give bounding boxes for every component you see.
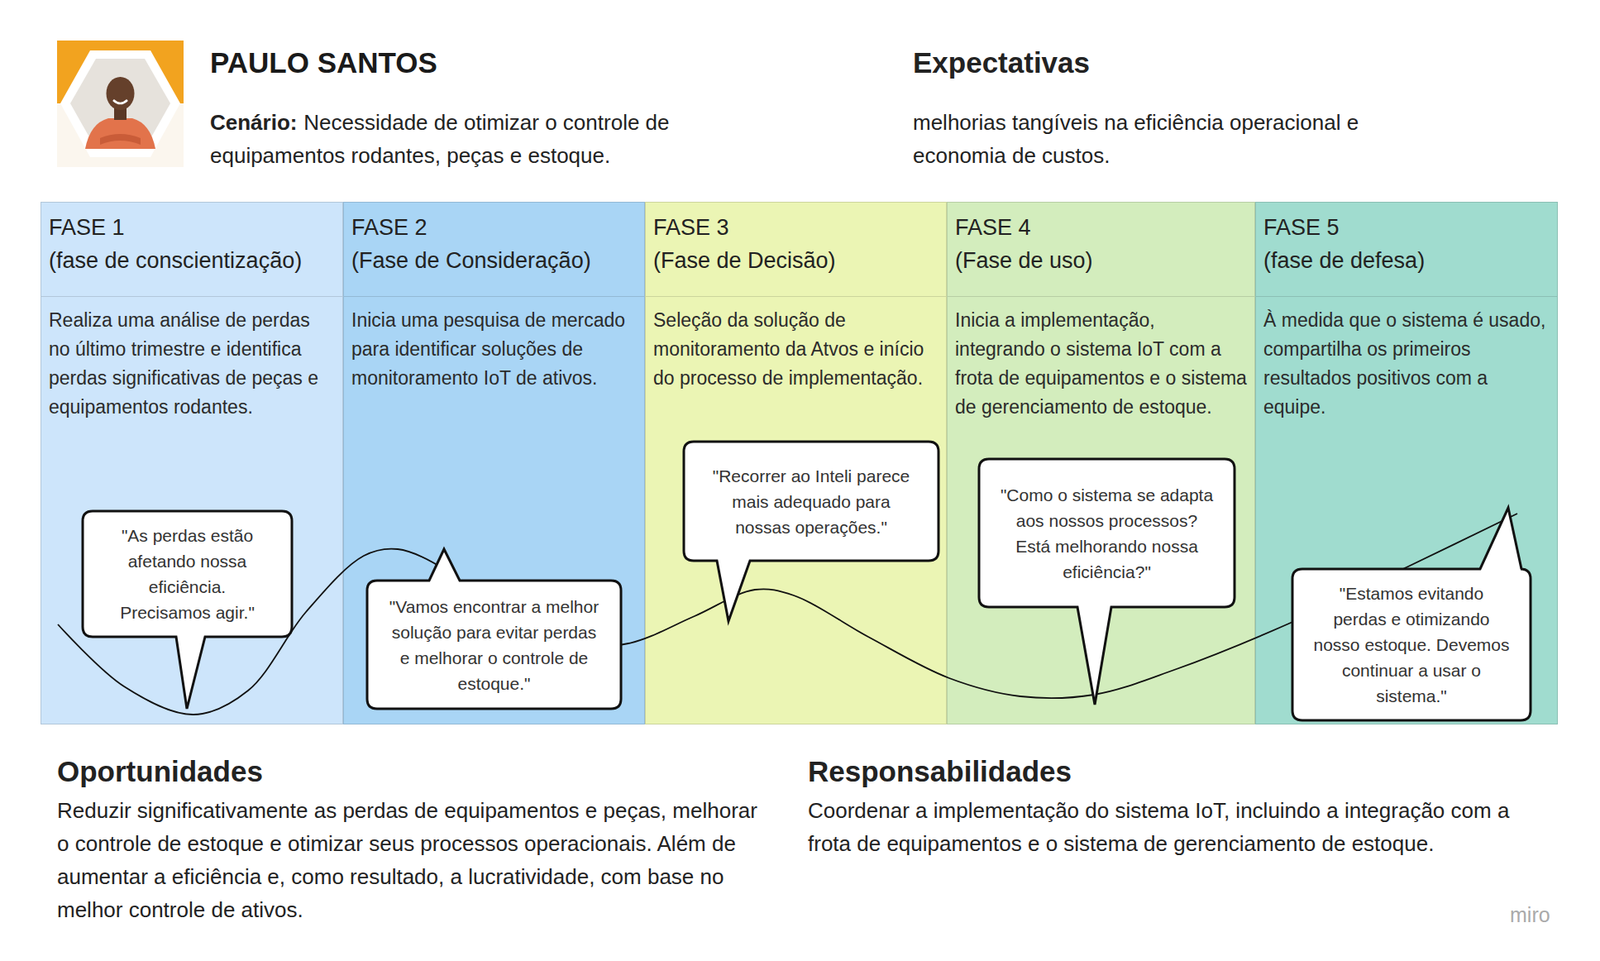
persona-name: PAULO SANTOS — [210, 44, 789, 82]
phase-name: (Fase de uso) — [955, 243, 1247, 278]
quote-text: "Como o sistema se adapta aos nossos pro… — [998, 482, 1215, 585]
quote-text: "Estamos evitando perdas e otimizando no… — [1312, 580, 1511, 709]
phase-column: FASE 1(fase de conscientização)Realiza u… — [40, 201, 344, 725]
phase-column: FASE 3(Fase de Decisão)Seleção da soluçã… — [644, 201, 947, 725]
phase-description: Realiza uma análise de perdas no último … — [48, 305, 335, 422]
phase-name: (fase de defesa) — [1263, 243, 1550, 278]
section-body: Reduzir significativamente as perdas de … — [57, 793, 769, 927]
speech-bubble: "As perdas estão afetando nossa eficiênc… — [82, 511, 292, 637]
speech-bubble-outline — [979, 458, 1235, 607]
section-heading-block: Oportunidades — [57, 753, 802, 790]
phase-number: FASE 1 — [48, 210, 335, 244]
phase-number: FASE 3 — [653, 210, 939, 244]
phase-number: FASE 5 — [1263, 210, 1550, 244]
speech-bubble: "Como o sistema se adapta aos nossos pro… — [979, 458, 1235, 607]
phase-name: (Fase de Decisão) — [653, 243, 939, 278]
phase-body: Inicia a implementação, integrando o sis… — [947, 296, 1255, 431]
speech-bubble-shape — [683, 441, 939, 621]
section-body: Coordenar a implementação do sistema IoT… — [807, 793, 1536, 860]
phase-header: FASE 5(fase de defesa) — [1256, 202, 1558, 297]
quote-text: "Vamos encontrar a melhor solução para e… — [386, 593, 602, 697]
section-body-block: melhorias tangíveis na eficiência operac… — [912, 105, 1426, 172]
quote-text: "As perdas estão afetando nossa eficiênc… — [102, 522, 273, 626]
section-body-block: Reduzir significativamente as perdas de … — [57, 793, 769, 927]
speech-bubble-shape — [367, 549, 621, 709]
section-heading: Expectativas — [912, 44, 1492, 82]
quote-text: "Recorrer ao Inteli parece mais adequado… — [703, 463, 919, 540]
phase-column: FASE 5(fase de defesa)À medida que o sis… — [1255, 201, 1558, 725]
phase-header: FASE 1(fase de conscientização) — [41, 202, 343, 297]
phase-body: À medida que o sistema é usado, comparti… — [1256, 296, 1558, 431]
phase-body: Realiza uma análise de perdas no último … — [41, 296, 343, 431]
section-heading-block: Expectativas — [912, 44, 1492, 82]
phase-number: FASE 2 — [351, 210, 637, 244]
phase-header: FASE 4(Fase de uso) — [947, 202, 1255, 297]
section-body: melhorias tangíveis na eficiência operac… — [912, 105, 1426, 172]
watermark-block: miro — [1509, 901, 1593, 928]
phase-body: Seleção da solução de monitoramento da A… — [645, 296, 946, 402]
phase-description: Seleção da solução de monitoramento da A… — [653, 305, 939, 393]
scenario-label: Cenário: — [210, 109, 297, 135]
phase-name: (Fase de Consideração) — [351, 243, 637, 278]
phase-description: Inicia uma pesquisa de mercado para iden… — [351, 305, 637, 393]
section-heading: Oportunidades — [57, 753, 802, 790]
scenario-block: Cenário:Necessidade de otimizar o contro… — [210, 105, 740, 172]
speech-bubble: "Vamos encontrar a melhor solução para e… — [367, 580, 621, 709]
speech-bubble: "Recorrer ao Inteli parece mais adequado… — [683, 441, 939, 561]
watermark: miro — [1509, 901, 1593, 928]
phase-description: À medida que o sistema é usado, comparti… — [1263, 305, 1550, 422]
speech-bubble-shape — [1292, 507, 1531, 721]
phase-body: Inicia uma pesquisa de mercado para iden… — [343, 296, 645, 402]
section-heading-block: Responsabilidades — [807, 753, 1553, 790]
speech-bubble-shape — [82, 511, 292, 709]
phase-description: Inicia a implementação, integrando o sis… — [955, 305, 1247, 422]
phase-column: FASE 4(Fase de uso)Inicia a implementaçã… — [946, 201, 1256, 725]
persona-avatar — [57, 40, 184, 168]
phase-header: FASE 2(Fase de Consideração) — [343, 202, 645, 297]
speech-bubble: "Estamos evitando perdas e otimizando no… — [1292, 568, 1531, 721]
section-body-block: Coordenar a implementação do sistema IoT… — [807, 793, 1536, 860]
phase-header: FASE 3(Fase de Decisão) — [645, 202, 946, 297]
phase-column: FASE 2(Fase de Consideração)Inicia uma p… — [343, 201, 645, 725]
section-heading: Responsabilidades — [807, 753, 1553, 790]
phase-name: (fase de conscientização) — [48, 243, 335, 278]
phase-number: FASE 4 — [955, 210, 1247, 244]
speech-bubble-shape — [979, 458, 1235, 705]
emotion-curve — [57, 513, 1518, 715]
